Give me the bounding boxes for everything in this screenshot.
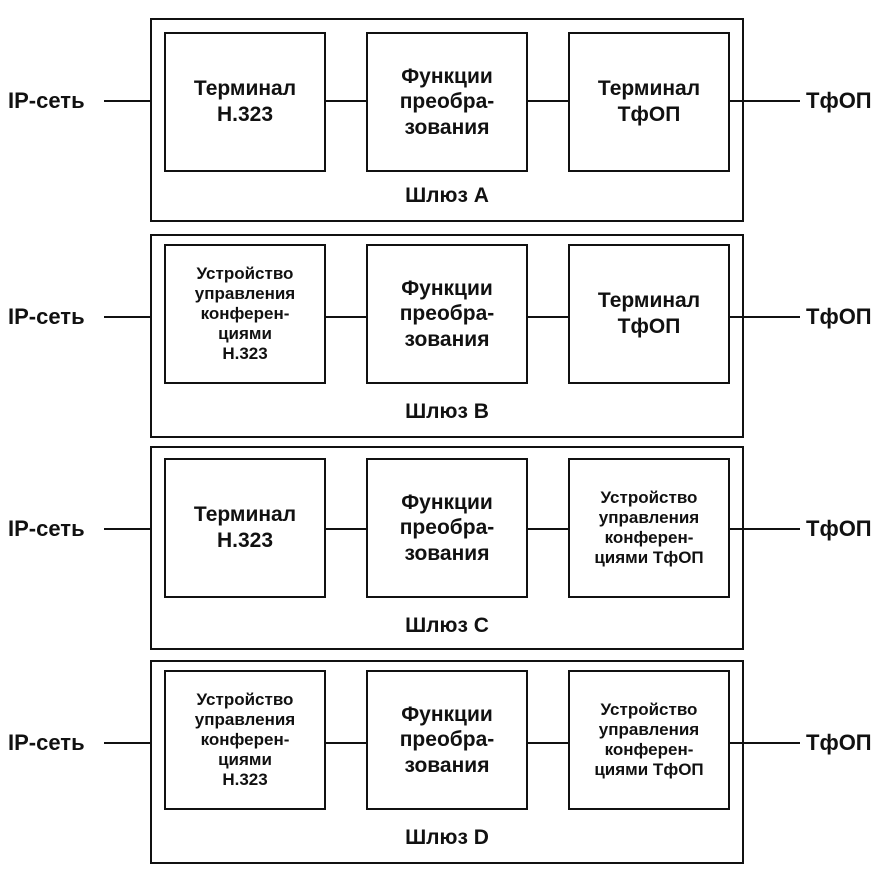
gateway-d-label: Шлюз D (405, 826, 489, 849)
gateway-a-label: Шлюз А (405, 184, 489, 207)
link-d-1-2 (326, 742, 366, 744)
link-ip-c (104, 528, 164, 530)
gateway-b-block-3: Терминал ТфОП (568, 244, 730, 384)
link-d-2-3 (528, 742, 568, 744)
pstn-label-a: ТфОП (806, 88, 872, 113)
gateway-c-block-3: Устройство управления конферен- циями Тф… (568, 458, 730, 598)
ip-network-label-a: IP-сеть (8, 88, 85, 113)
link-pstn-b (730, 316, 800, 318)
gateway-a-block-2: Функции преобра- зования (366, 32, 528, 172)
link-ip-d (104, 742, 164, 744)
link-pstn-c (730, 528, 800, 530)
pstn-label-d: ТфОП (806, 730, 872, 755)
link-a-1-2 (326, 100, 366, 102)
link-a-2-3 (528, 100, 568, 102)
link-pstn-a (730, 100, 800, 102)
link-ip-a (104, 100, 164, 102)
gateway-b-block-2: Функции преобра- зования (366, 244, 528, 384)
gateway-b-label: Шлюз В (405, 400, 489, 423)
ip-network-label-d: IP-сеть (8, 730, 85, 755)
gateway-a-block-1: Терминал Н.323 (164, 32, 326, 172)
gateway-c-label: Шлюз С (405, 614, 489, 637)
gateway-d-block-3: Устройство управления конферен- циями Тф… (568, 670, 730, 810)
pstn-label-b: ТфОП (806, 304, 872, 329)
ip-network-label-b: IP-сеть (8, 304, 85, 329)
gateway-b-block-1: Устройство управления конферен- циями Н.… (164, 244, 326, 384)
pstn-label-c: ТфОП (806, 516, 872, 541)
ip-network-label-c: IP-сеть (8, 516, 85, 541)
link-c-1-2 (326, 528, 366, 530)
gateway-c-block-1: Терминал Н.323 (164, 458, 326, 598)
gateway-a-block-3: Терминал ТфОП (568, 32, 730, 172)
link-pstn-d (730, 742, 800, 744)
gateway-d-block-2: Функции преобра- зования (366, 670, 528, 810)
link-ip-b (104, 316, 164, 318)
link-c-2-3 (528, 528, 568, 530)
link-b-2-3 (528, 316, 568, 318)
gateway-c-block-2: Функции преобра- зования (366, 458, 528, 598)
link-b-1-2 (326, 316, 366, 318)
gateway-d-block-1: Устройство управления конферен- циями Н.… (164, 670, 326, 810)
